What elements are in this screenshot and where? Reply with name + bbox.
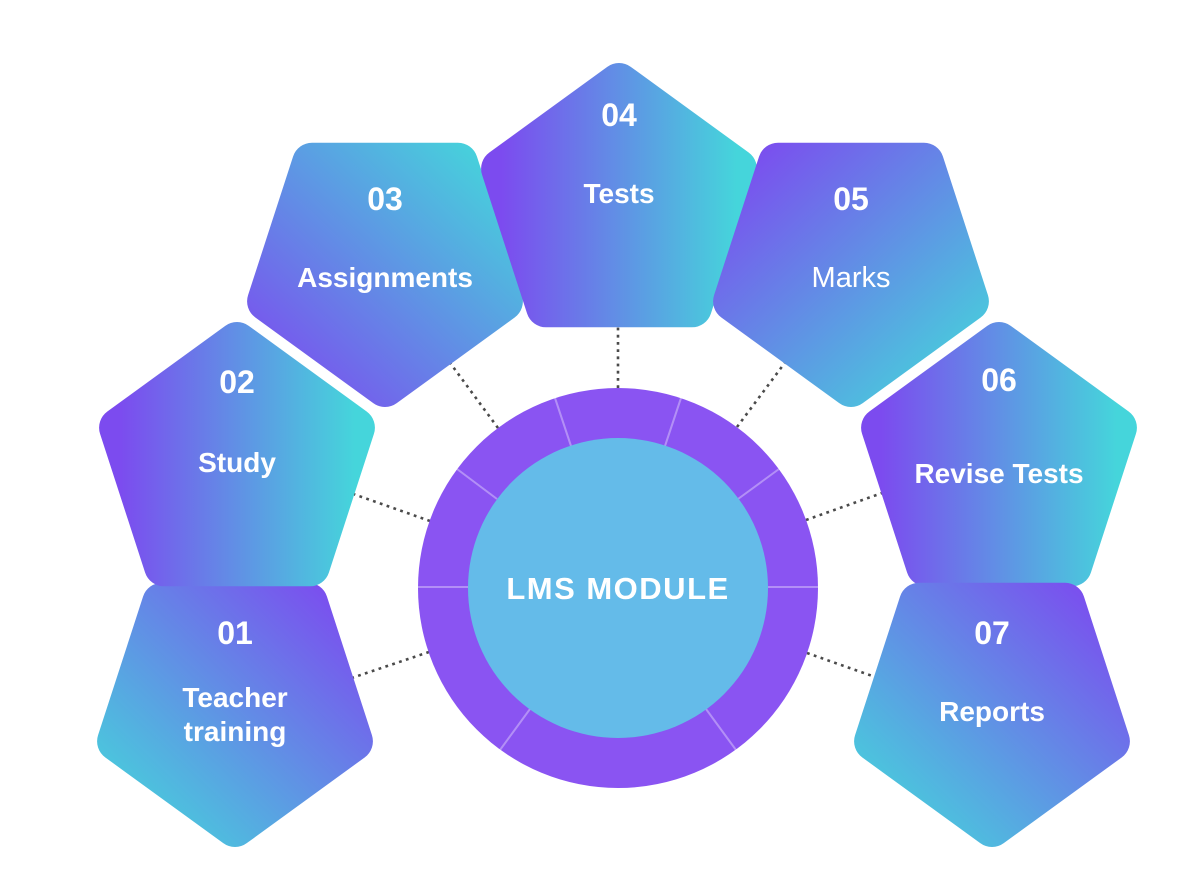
module-number: 05 <box>833 181 869 217</box>
ring-divider <box>554 397 572 447</box>
module-number: 06 <box>981 362 1017 398</box>
pentagon-shape <box>713 142 989 407</box>
hub-inner-circle <box>468 438 768 738</box>
pentagon-shape <box>97 582 373 847</box>
pentagon-07-reports: 07 Reports <box>854 582 1130 847</box>
module-label: Revise Tests <box>914 458 1083 489</box>
module-number: 04 <box>601 97 637 133</box>
pentagon-05-marks: 05 Marks <box>713 142 989 407</box>
pentagon-01-teacher-training: 01 Teacher training <box>97 582 373 847</box>
pentagon-shape <box>854 582 1130 847</box>
connector-lines <box>303 256 933 699</box>
hub-title: LMS MODULE <box>506 571 729 606</box>
pentagon-04-tests: 04 Tests <box>481 63 757 328</box>
ring-divider <box>499 708 531 751</box>
module-label: Tests <box>583 178 654 209</box>
ring-divider <box>456 468 498 500</box>
module-label: Reports <box>939 696 1045 727</box>
ring-divider <box>664 397 682 447</box>
module-label-line1: Teacher <box>182 682 287 713</box>
ring-divider <box>705 708 737 751</box>
module-number: 01 <box>217 615 253 651</box>
module-label: Assignments <box>297 262 473 293</box>
module-number: 03 <box>367 181 403 217</box>
module-label: Study <box>198 447 276 478</box>
pentagon-shape <box>99 322 375 587</box>
pentagon-shape <box>247 142 523 407</box>
pentagon-shape <box>861 322 1137 587</box>
pentagon-03-assignments: 03 Assignments <box>247 142 523 407</box>
ring-divider <box>737 468 780 500</box>
module-label-line2: training <box>184 716 287 747</box>
pentagon-06-revise-tests: 06 Revise Tests <box>861 322 1137 587</box>
module-label: Marks <box>812 262 891 294</box>
pentagon-shape <box>481 63 757 328</box>
module-number: 02 <box>219 364 255 400</box>
module-number: 07 <box>974 615 1010 651</box>
center-hub: LMS MODULE <box>418 388 818 788</box>
hub-ring-segment-dividers <box>418 397 818 751</box>
pentagon-02-study: 02 Study <box>99 322 375 587</box>
